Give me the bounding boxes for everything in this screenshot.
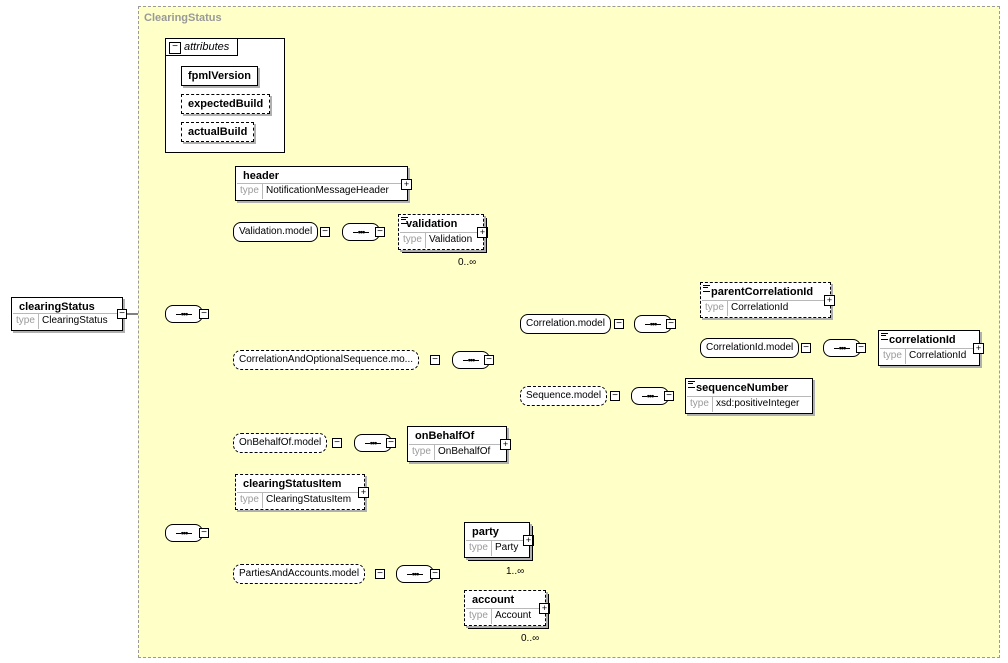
type-line: type ClearingStatus [13, 313, 121, 329]
type-key: type [240, 494, 259, 505]
group-validation-model[interactable]: Validation.model [233, 222, 319, 242]
type-value: NotificationMessageHeader [266, 185, 389, 196]
type-value: ClearingStatus [42, 315, 108, 326]
element-onbehalfof[interactable]: onBehalfOf type OnBehalfOf + [407, 426, 511, 462]
type-value: OnBehalfOf [438, 446, 491, 457]
documentation-icon [688, 381, 695, 388]
element-party[interactable]: party type Party + [464, 522, 534, 561]
element-name: onBehalfOf [415, 430, 475, 442]
minus-icon[interactable]: − [320, 227, 330, 237]
documentation-icon [401, 217, 408, 224]
group-onbehalfof-model[interactable]: OnBehalfOf.model [233, 433, 328, 453]
element-account[interactable]: account type Account + [464, 590, 550, 629]
minus-icon[interactable]: − [169, 42, 181, 54]
root-element-clearingstatus[interactable]: clearingStatus type ClearingStatus [11, 297, 123, 331]
element-name: header [243, 170, 280, 182]
element-clearingstatusitem[interactable]: clearingStatusItem type ClearingStatusIt… [235, 474, 369, 510]
type-key: type [883, 350, 902, 361]
type-value: Account [495, 610, 532, 621]
minus-icon[interactable]: − [386, 438, 396, 448]
minus-icon[interactable]: − [801, 343, 811, 353]
minus-icon[interactable]: − [375, 569, 385, 579]
attribute-actualbuild[interactable]: actualBuild [181, 122, 255, 142]
group-correlation-model[interactable]: Correlation.model [520, 314, 611, 334]
minus-icon[interactable]: − [430, 355, 440, 365]
type-key: type [705, 302, 724, 313]
type-key: type [240, 185, 259, 196]
type-value: Validation [429, 234, 473, 245]
minus-icon[interactable]: − [332, 438, 342, 448]
type-value: ClearingStatusItem [266, 494, 352, 505]
plus-icon[interactable]: + [358, 487, 369, 498]
type-key: type [403, 234, 422, 245]
sequence-icon: ••• [396, 565, 434, 583]
type-value: Party [495, 542, 519, 553]
element-name: party [472, 526, 499, 538]
minus-icon[interactable]: − [610, 391, 620, 401]
element-name: clearingStatus [19, 301, 95, 313]
type-key: type [16, 315, 35, 326]
group-parties-accounts-model[interactable]: PartiesAndAccounts.model [233, 564, 366, 584]
minus-icon[interactable]: − [199, 309, 209, 319]
element-name: sequenceNumber [696, 382, 789, 394]
attributes-label: attributes [184, 41, 230, 53]
minus-icon[interactable]: − [430, 569, 440, 579]
type-key: type [469, 542, 488, 553]
element-header[interactable]: header type NotificationMessageHeader + [235, 166, 412, 201]
type-key: type [690, 398, 709, 409]
sequence-icon: ••• [165, 305, 203, 323]
element-parentcorrelationid[interactable]: parentCorrelationId type CorrelationId + [700, 282, 835, 318]
cardinality: 0..∞ [458, 257, 477, 268]
attributes-tab[interactable]: − attributes [165, 38, 238, 56]
element-name: validation [406, 218, 458, 230]
element-validation[interactable]: validation type Validation + [398, 214, 488, 253]
minus-icon[interactable]: − [375, 227, 385, 237]
type-key: type [469, 610, 488, 621]
minus-icon[interactable]: − [856, 343, 866, 353]
plus-icon[interactable]: + [401, 178, 412, 190]
cardinality: 1..∞ [506, 566, 525, 577]
attribute-expectedbuild[interactable]: expectedBuild [181, 94, 271, 114]
minus-icon[interactable]: − [484, 355, 494, 365]
plus-icon[interactable]: + [500, 439, 511, 450]
minus-icon[interactable]: − [666, 319, 676, 329]
group-sequence-model[interactable]: Sequence.model [520, 386, 608, 406]
element-name: parentCorrelationId [711, 286, 814, 298]
attribute-fpmlversion[interactable]: fpmlVersion [181, 66, 258, 86]
minus-icon[interactable]: − [614, 319, 624, 329]
minus-icon[interactable]: − [199, 528, 209, 538]
plus-icon[interactable]: + [523, 535, 534, 546]
group-correlation-optional-sequence[interactable]: CorrelationAndOptionalSequence.mo... [233, 350, 419, 370]
type-value: xsd:positiveInteger [716, 398, 800, 409]
documentation-icon [881, 333, 888, 340]
sequence-icon: ••• [165, 524, 203, 542]
plus-icon[interactable]: + [824, 295, 835, 306]
sequence-icon: ••• [452, 351, 490, 369]
minus-icon[interactable]: − [664, 391, 674, 401]
minus-icon[interactable]: − [117, 309, 127, 319]
frame-title: ClearingStatus [144, 12, 222, 24]
group-correlationid-model[interactable]: CorrelationId.model [700, 338, 800, 358]
cardinality: 0..∞ [521, 633, 540, 644]
element-sequencenumber[interactable]: sequenceNumber type xsd:positiveInteger [685, 378, 813, 414]
type-key: type [412, 446, 431, 457]
plus-icon[interactable]: + [539, 603, 550, 614]
element-correlationid[interactable]: correlationId type CorrelationId + [878, 330, 984, 366]
type-value: CorrelationId [909, 350, 967, 361]
sequence-icon: ••• [823, 339, 861, 357]
element-name: clearingStatusItem [243, 478, 342, 490]
documentation-icon [703, 285, 710, 292]
element-name: correlationId [889, 334, 956, 346]
type-value: CorrelationId [731, 302, 789, 313]
plus-icon[interactable]: + [973, 343, 984, 354]
plus-icon[interactable]: + [477, 227, 488, 238]
element-name: account [472, 594, 515, 606]
